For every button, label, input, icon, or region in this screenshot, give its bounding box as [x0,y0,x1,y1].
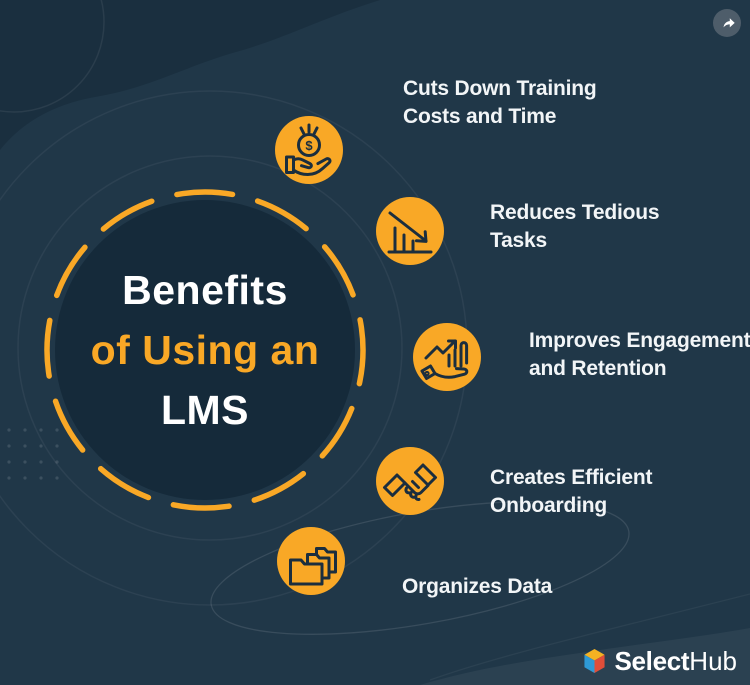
coin-dollar-glyph: $ [305,138,313,153]
brand-name-light: Hub [689,646,737,676]
title-line-2: of Using an [90,327,320,373]
benefit-label-line: Costs and Time [403,104,557,128]
benefit-label-training-costs: Cuts Down Training Costs and Time [403,75,597,130]
benefit-bubble-tedious-tasks [376,197,444,265]
benefit-bubble-onboarding [376,447,444,515]
benefit-label-line: Tasks [490,228,547,252]
benefit-label-line: and Retention [529,356,667,380]
handshake-icon [383,463,437,501]
title-circle: Benefits of Using an LMS [55,200,355,500]
benefit-bubble-training-costs: $ [275,116,343,184]
benefit-label-onboarding: Creates Efficient Onboarding [490,464,653,519]
folders-icon [289,547,337,586]
benefit-label-line: Cuts Down Training [403,77,597,100]
title-line-3: LMS [160,387,250,433]
brand-name: SelectHub [614,647,737,675]
cube-logo-icon [584,649,606,673]
share-arrow-icon [723,17,735,27]
coin-in-hand-icon: $ [285,123,332,176]
benefit-label-organizes-data: Organizes Data [402,573,552,601]
benefit-label-line: Reduces Tedious [490,201,660,224]
benefit-label-line: Improves Engagement [529,329,750,352]
benefit-label-line: Organizes Data [402,575,553,598]
infographic-title: Benefits of Using an LMS [55,200,355,440]
title-line-1: Benefits [122,267,288,313]
benefit-label-line: Creates Efficient [490,466,653,489]
brand-name-bold: Select [614,646,690,676]
declining-chart-icon [387,211,433,254]
brand-logo: SelectHub [583,647,737,675]
benefit-bubble-organizes-data [277,527,345,595]
growth-in-hand-icon [420,339,469,380]
benefit-label-line: Onboarding [490,493,607,517]
benefit-bubble-engagement [413,323,481,391]
benefit-label-tedious-tasks: Reduces Tedious Tasks [490,199,660,254]
share-button[interactable] [713,9,741,37]
benefit-label-engagement: Improves Engagement and Retention [529,327,750,382]
